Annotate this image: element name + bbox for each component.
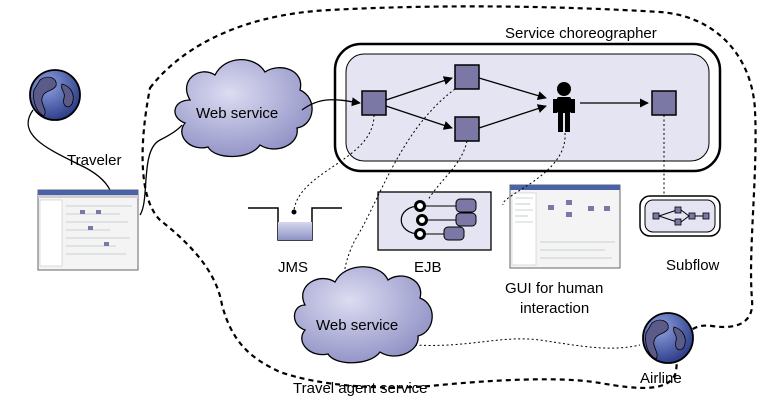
web-service-top-label: Web service — [196, 105, 278, 122]
subflow-label: Subflow — [666, 257, 720, 274]
service-choreographer-label: Service choreographer — [505, 25, 657, 42]
traveler-label: Traveler — [67, 152, 121, 169]
flow-arrows — [385, 76, 649, 130]
traveler-gui-to-cloud-connector — [139, 124, 183, 216]
traveler-gui-window-screenshot-icon[interactable] — [37, 189, 139, 271]
traveler-globe-icon — [29, 69, 81, 121]
airline-globe-icon — [642, 312, 694, 364]
flow-node-1[interactable] — [361, 90, 387, 116]
airline-label: Airline — [640, 370, 682, 387]
jms-queue-fill — [278, 222, 312, 240]
flow-node-3[interactable] — [454, 116, 480, 142]
jms-label: JMS — [278, 259, 308, 276]
gui-label-line1: GUI for human — [505, 280, 603, 297]
subflow-component[interactable] — [639, 195, 721, 237]
flow-node-4[interactable] — [651, 90, 677, 116]
human-task-person-icon[interactable] — [553, 82, 575, 132]
travel-agent-service-label: Travel agent service — [293, 380, 428, 397]
cloud-to-node-arrow — [301, 97, 361, 111]
flow-node-2[interactable] — [454, 64, 480, 90]
traveler-connector — [27, 109, 111, 191]
choreographer-panel-inner — [345, 53, 710, 162]
ejb-component[interactable] — [377, 191, 492, 251]
jms-anchor-dot — [291, 209, 297, 215]
web-service-cloud-top[interactable] — [174, 59, 313, 158]
web-service-bottom-label: Web service — [316, 317, 398, 334]
travel-agent-service-boundary — [141, 5, 757, 390]
ejb-label: EJB — [414, 259, 442, 276]
gui-window-screenshot-icon[interactable] — [509, 184, 621, 269]
gui-label-line2: interaction — [520, 300, 589, 317]
web-service-cloud-bottom[interactable] — [293, 266, 433, 364]
